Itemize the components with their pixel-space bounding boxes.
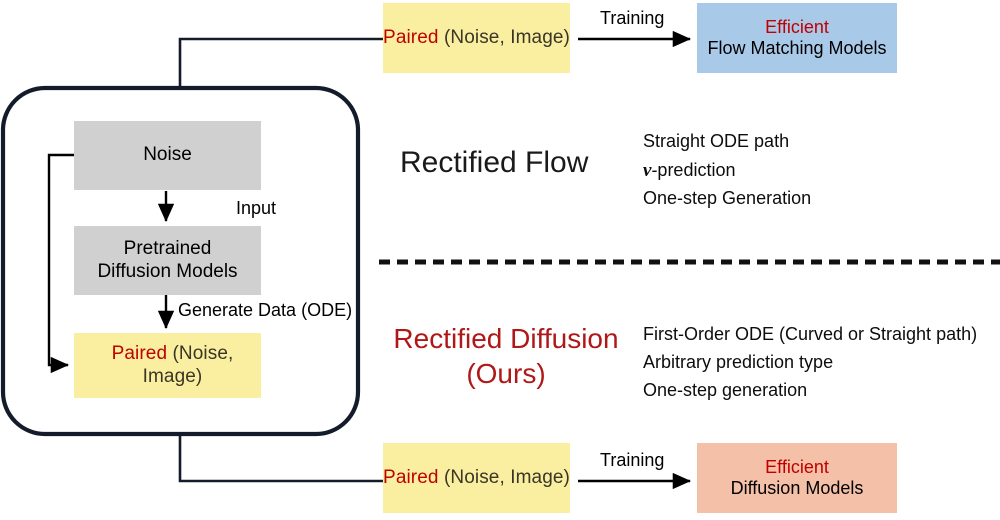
arrow-feedback-loop	[47, 153, 74, 374]
bullet-item: Straight ODE path	[643, 131, 790, 151]
bullet-item: First-Order ODE (Curved or Straight path…	[643, 324, 978, 344]
noise-box: Noise	[74, 121, 261, 190]
bullet-item: One-step Generation	[643, 188, 812, 209]
bullet-item: Arbitrary prediction type	[643, 351, 834, 372]
rectified-flow-heading: Rectified Flow	[400, 146, 589, 179]
bullet-item: v-prediction	[643, 156, 811, 185]
connector-top-branch	[178, 37, 383, 88]
paired-highlight: Paired	[383, 466, 439, 488]
paired-highlight: Paired	[111, 343, 168, 365]
paired-box-top: Paired (Noise, Image)	[383, 3, 570, 73]
pretrained-diffusion-models-box: Pretrained Diffusion Models	[74, 226, 261, 295]
flow-matching-efficient-label: Efficient	[765, 16, 829, 37]
paired-highlight: Paired	[383, 26, 439, 48]
training-label-top: Training	[600, 8, 665, 28]
connector-bottom-branch	[178, 434, 383, 483]
rectified-diffusion-heading: Rectified Diffusion (Ours)	[386, 322, 626, 391]
generate-data-edge-label: Generate Data (ODE)	[178, 300, 353, 320]
paired-box-inner: Paired (Noise, Image)	[74, 333, 261, 398]
paired-rest: (Noise, Image)	[142, 343, 234, 387]
v-symbol: v	[643, 159, 652, 181]
input-edge-label: Input	[236, 198, 277, 218]
diffusion-models-label: Diffusion Models	[97, 260, 238, 282]
flow-matching-models-label: Flow Matching Models	[707, 38, 887, 58]
bullet-item-rest: -prediction	[651, 159, 736, 180]
rectified-diffusion-heading-line1: Rectified Diffusion	[393, 323, 619, 354]
diffusion-models-label: Diffusion Models	[730, 478, 864, 498]
noise-label: Noise	[143, 144, 192, 166]
efficient-diffusion-models-box: Efficient Diffusion Models	[697, 443, 897, 513]
rectified-diffusion-bullets: First-Order ODE (Curved or Straight path…	[643, 321, 977, 405]
paired-box-inner-text: Paired (Noise, Image)	[84, 343, 261, 388]
flow-matching-models-box: Efficient Flow Matching Models	[697, 3, 897, 73]
rectified-flow-bullets: Straight ODE path v-prediction One-step …	[643, 128, 811, 213]
bullet-item: One-step generation	[643, 379, 808, 400]
paired-box-bottom-text: Paired (Noise, Image)	[383, 467, 570, 489]
paired-box-bottom: Paired (Noise, Image)	[383, 443, 570, 513]
training-label-bottom: Training	[600, 450, 665, 470]
paired-box-top-text: Paired (Noise, Image)	[383, 27, 570, 49]
pretrained-label: Pretrained	[123, 238, 212, 260]
rectified-diffusion-heading-line2: (Ours)	[466, 357, 546, 389]
diffusion-efficient-label: Efficient	[765, 456, 829, 477]
paired-rest: (Noise, Image)	[438, 26, 570, 48]
paired-rest: (Noise, Image)	[438, 466, 570, 488]
